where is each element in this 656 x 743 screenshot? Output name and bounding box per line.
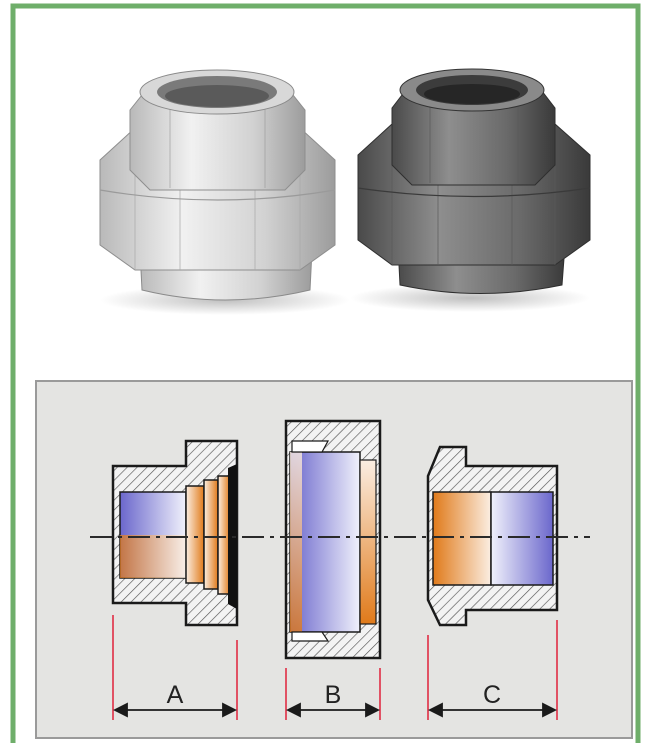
- dimension-label-b: B: [325, 681, 342, 709]
- black-union-fitting: [350, 68, 591, 312]
- extension-lines: [112, 615, 558, 720]
- part-c-cross-section: [426, 445, 559, 627]
- fittings-photo: [99, 68, 591, 315]
- part-b-cross-section: [284, 419, 382, 660]
- dimension-label-c: C: [483, 681, 501, 709]
- part-a-cross-section: [111, 439, 239, 627]
- dimension-label-a: A: [167, 681, 184, 709]
- dimension-arrows: [112, 702, 558, 718]
- galvanized-union-fitting: [99, 69, 350, 315]
